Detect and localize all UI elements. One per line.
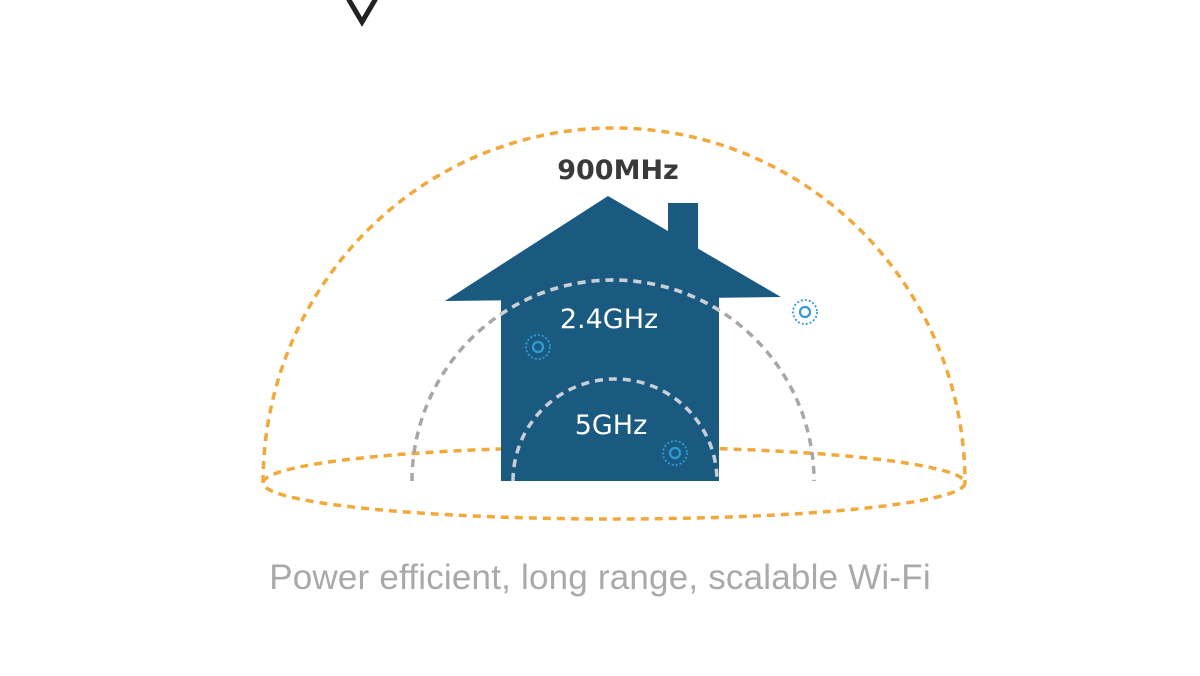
wifi-signal-icon	[662, 440, 688, 466]
diagram-caption: Power efficient, long range, scalable Wi…	[269, 558, 931, 597]
cropped-heading-glyph	[346, 0, 378, 27]
house-icon	[445, 196, 781, 481]
wifi-signal-icon	[525, 334, 551, 360]
outer-dome-900mhz	[261, 126, 967, 484]
band-label-5ghz: 5GHz	[575, 410, 648, 441]
band-label-2-4ghz: 2.4GHz	[560, 304, 658, 335]
middle-dome-2-4ghz-overlay	[445, 278, 781, 481]
wifi-signal-icon	[792, 299, 818, 325]
band-label-900mhz: 900MHz	[557, 155, 679, 186]
inner-dome-5ghz	[511, 377, 719, 482]
